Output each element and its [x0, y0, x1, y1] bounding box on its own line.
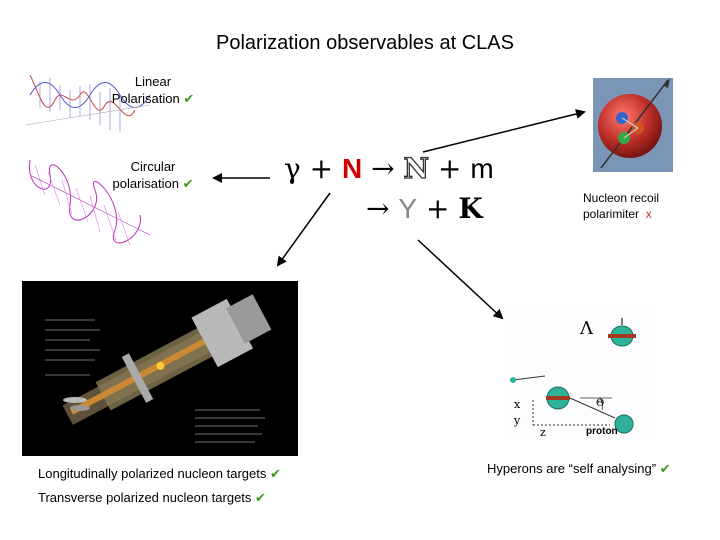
hyperon-caption: Hyperons are “self analysing” ✔ [487, 461, 671, 476]
hyperon-symbol: Y [398, 193, 418, 224]
reaction-arrow: → [371, 152, 395, 185]
circular-polarisation-helix-icon [28, 159, 151, 246]
reaction-line-2: → Y + K [366, 192, 483, 225]
nucleon-symbol: N [342, 153, 363, 184]
recoil-x-mark: x [645, 207, 652, 221]
nucleon-recoil-polarimeter-image [593, 78, 673, 172]
longitudinal-targets-caption: Longitudinally polarized nucleon targets… [38, 466, 281, 481]
hyperon-check-icon: ✔ [659, 461, 671, 476]
meson-symbol: m [470, 153, 494, 184]
hyperon-decay-diagram [505, 310, 655, 440]
transverse-targets-caption: Transverse polarized nucleon targets ✔ [38, 490, 266, 505]
z-axis-label: z [540, 426, 546, 439]
clas-target-image [22, 281, 298, 456]
linear-polarisation-label: Linear Polarisation ✔ [111, 74, 195, 106]
longitudinal-check-icon: ✔ [270, 466, 281, 481]
linear-check-icon: ✔ [183, 91, 195, 106]
nucleon-out-symbol: N [403, 151, 430, 185]
y-axis-label: y [514, 414, 521, 427]
kaon-symbol: K [458, 192, 483, 225]
theta-label: Θ [596, 398, 605, 409]
reaction-arrow-2: → [366, 192, 390, 225]
lambda-label: Λ [580, 318, 593, 339]
arrow-to-hyperon [417, 239, 504, 320]
arrow-to-recoil-polarimeter [422, 109, 586, 153]
reaction-line-1: γ + N → N + m [284, 151, 494, 185]
x-axis-label: x [514, 398, 521, 411]
transverse-check-icon: ✔ [255, 490, 266, 505]
recoil-polarimeter-label: Nucleon recoil polarimiter x [583, 191, 660, 221]
page-title: Polarization observables at CLAS [216, 32, 514, 54]
linear-polarisation-wave-icon [24, 74, 151, 132]
circular-check-icon: ✔ [182, 176, 194, 191]
circular-polarisation-label: Circular polarisation ✔ [112, 159, 194, 191]
arrow-to-target [276, 192, 331, 267]
proton-label: proton [586, 426, 618, 437]
gamma-symbol: γ [284, 152, 301, 185]
